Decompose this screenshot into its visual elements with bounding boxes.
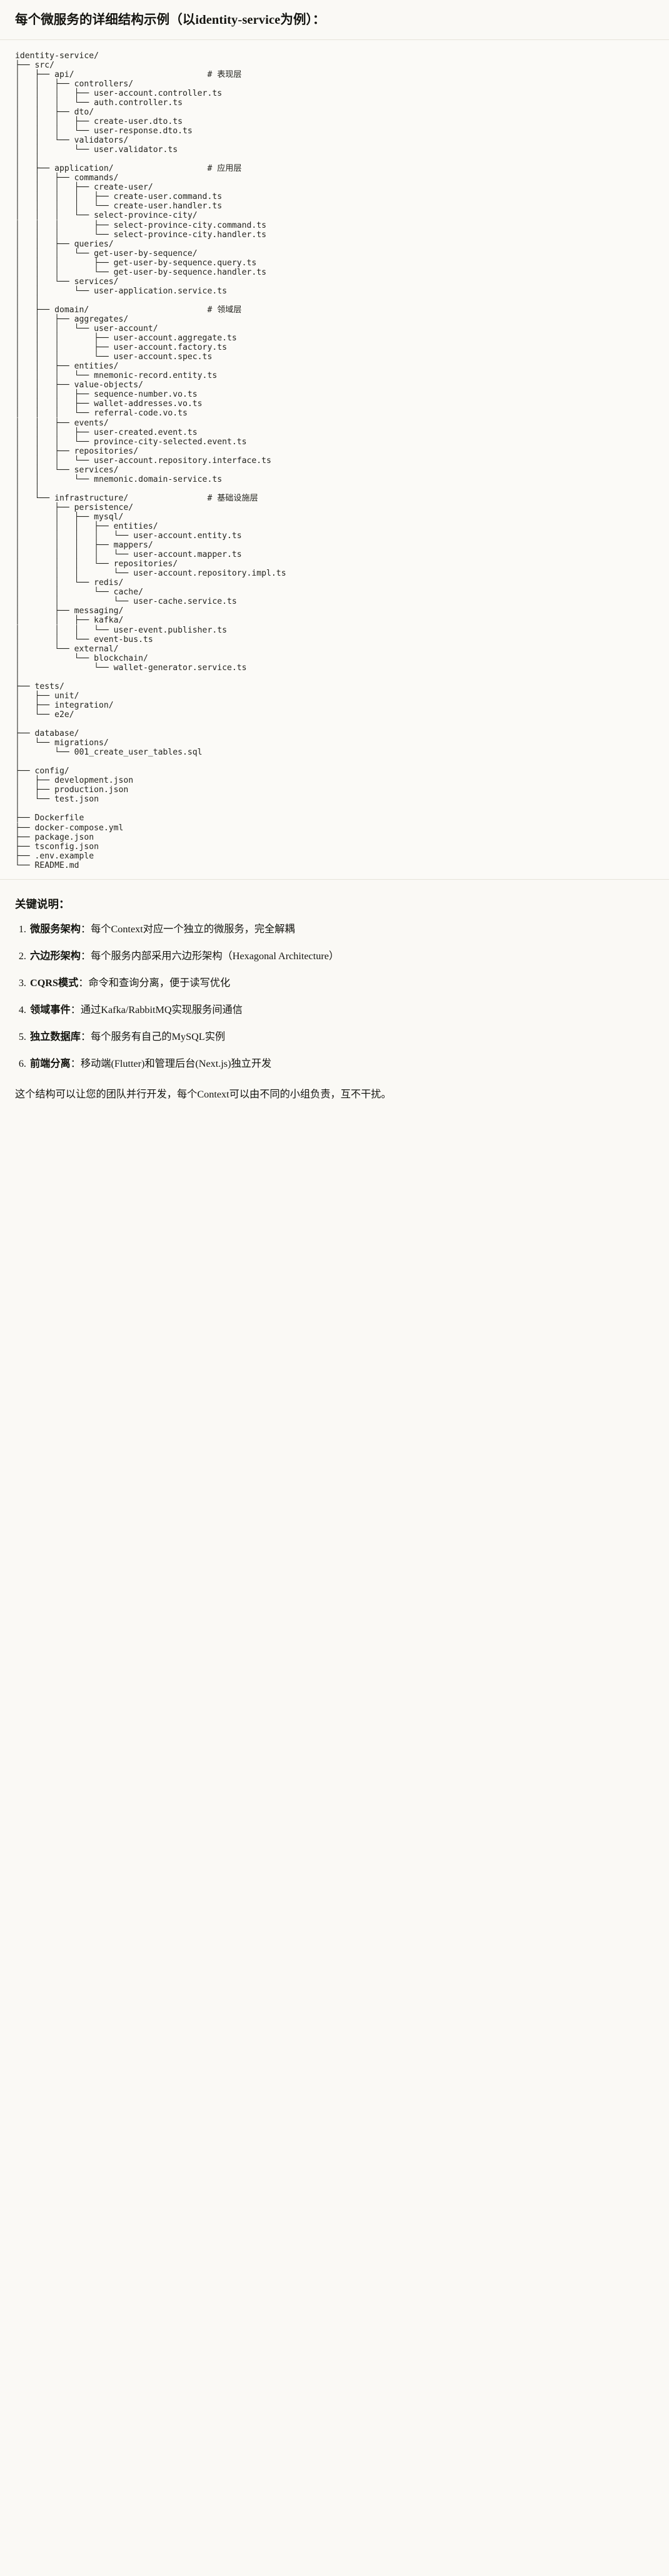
note-term: 微服务架构 [30, 923, 81, 935]
note-desc: ：移动端(Flutter)和管理后台(Next.js)独立开发 [70, 1058, 272, 1070]
note-term: 独立数据库 [30, 1031, 81, 1043]
directory-tree-block: identity-service/ ├── src/ │ ├── api/ # … [0, 39, 669, 879]
note-term: 领域事件 [30, 1004, 71, 1016]
note-term: 前端分离 [30, 1058, 71, 1070]
note-desc: ：每个服务有自己的MySQL实例 [80, 1031, 226, 1043]
title-divider [0, 39, 669, 40]
note-desc: ：命令和查询分离，便于读写优化 [78, 977, 231, 989]
key-notes-heading: 关键说明： [15, 897, 70, 910]
list-item: 独立数据库：每个服务有自己的MySQL实例 [29, 1029, 654, 1045]
tree-divider [0, 878, 669, 880]
page-title: 每个微服务的详细结构示例（以identity-service为例）： [15, 13, 326, 27]
list-item: CQRS模式：命令和查询分离，便于读写优化 [29, 975, 654, 991]
key-notes-list: 微服务架构：每个Context对应一个独立的微服务，完全解耦 六边形架构：每个服… [15, 922, 654, 1072]
note-desc: ：通过Kafka/RabbitMQ实现服务间通信 [70, 1004, 243, 1016]
note-desc: ：每个Context对应一个独立的微服务，完全解耦 [80, 923, 295, 935]
list-item: 前端分离：移动端(Flutter)和管理后台(Next.js)独立开发 [29, 1056, 654, 1072]
note-term: 六边形架构 [30, 950, 81, 962]
key-notes-section: 关键说明： 微服务架构：每个Context对应一个独立的微服务，完全解耦 六边形… [0, 896, 669, 1104]
list-item: 微服务架构：每个Context对应一个独立的微服务，完全解耦 [29, 922, 654, 937]
list-item: 领域事件：通过Kafka/RabbitMQ实现服务间通信 [29, 1002, 654, 1018]
list-item: 六边形架构：每个服务内部采用六边形架构（Hexagonal Architectu… [29, 949, 654, 964]
note-term: CQRS模式 [30, 977, 79, 989]
directory-tree: identity-service/ ├── src/ │ ├── api/ # … [15, 51, 286, 870]
document-page: 每个微服务的详细结构示例（以identity-service为例）： ident… [0, 0, 669, 1104]
closing-paragraph: 这个结构可以让您的团队并行开发，每个Context可以由不同的小组负责，互不干扰… [15, 1089, 391, 1101]
note-desc: ：每个服务内部采用六边形架构（Hexagonal Architecture） [80, 950, 340, 962]
